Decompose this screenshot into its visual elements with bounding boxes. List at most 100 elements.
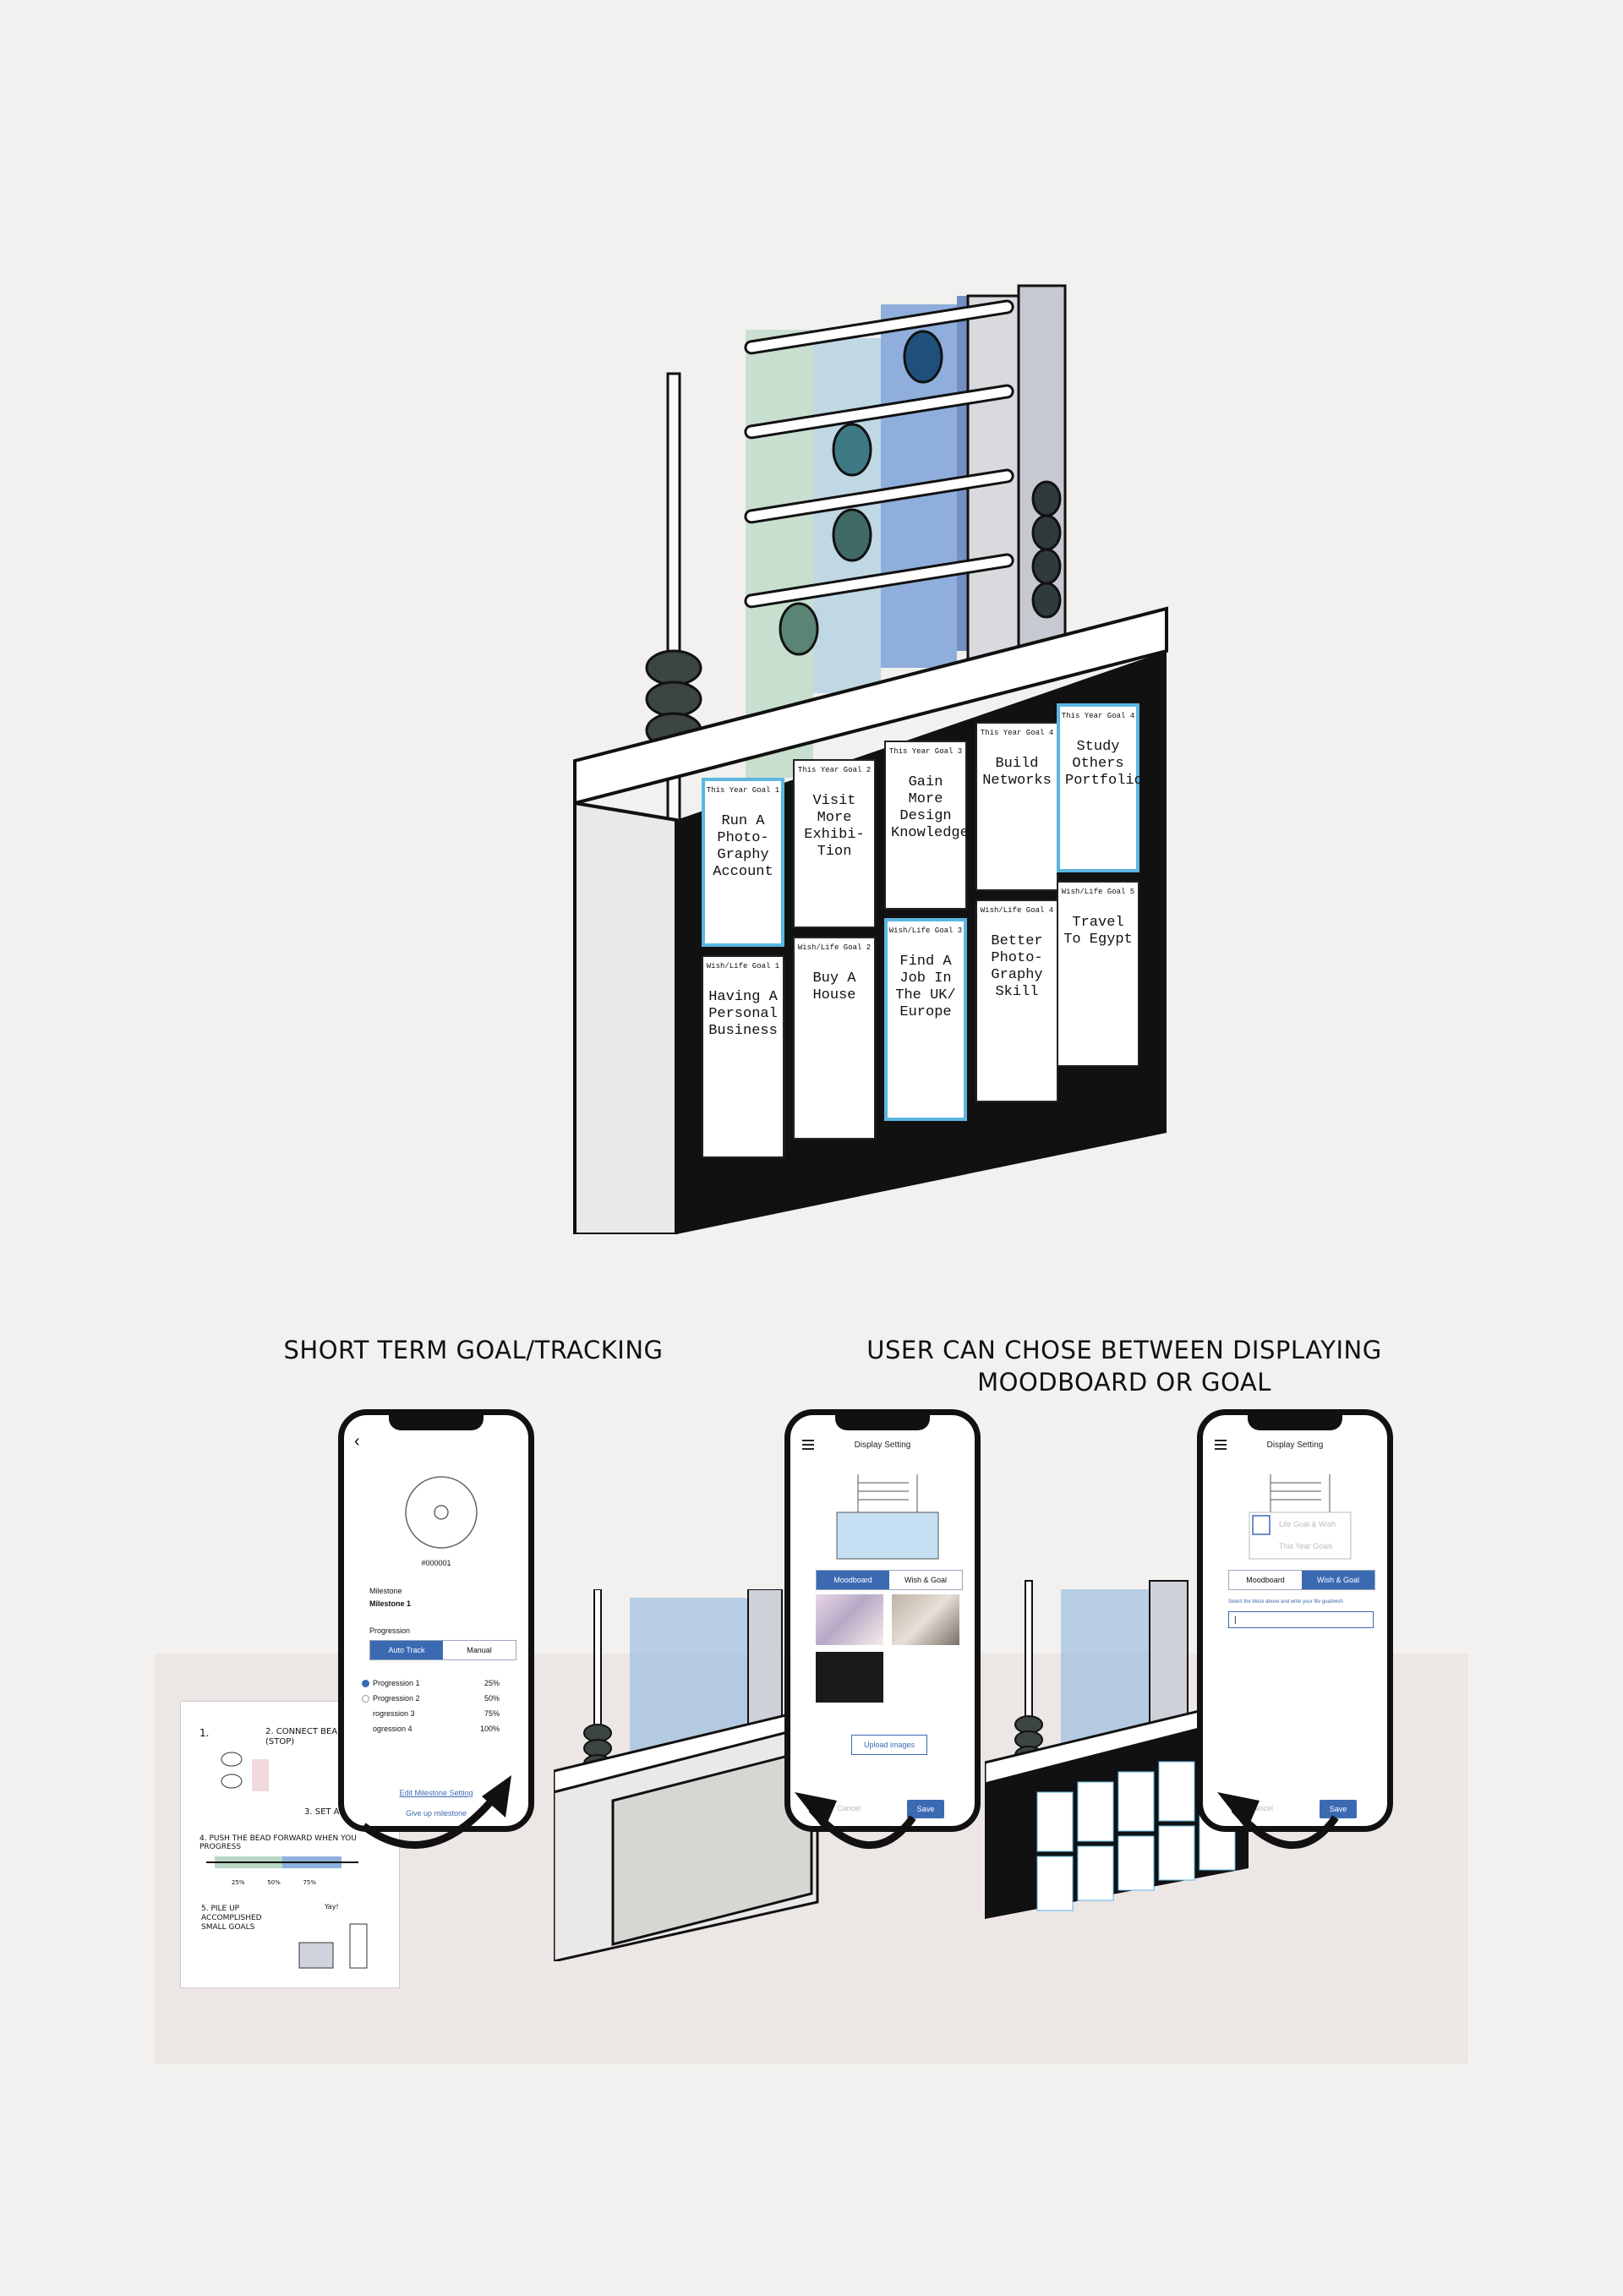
goal-card-title: Visit More Exhibi-Tion <box>804 793 865 860</box>
phone-milestone: ‹ #000001 Milestone Milestone 1 Progress… <box>338 1409 534 1832</box>
sketch-step-4: 4. PUSH THE BEAD FORWARD WHEN YOU PROGRE… <box>199 1834 357 1851</box>
progression-row[interactable]: rogression 3 75% <box>373 1709 500 1718</box>
goal-card-title: Gain More Design Knowledge <box>891 774 969 841</box>
heading-display-choice-line2: MOODBOARD OR GOAL <box>977 1368 1271 1397</box>
goal-card-title: Better Photo-Graphy Skill <box>991 933 1043 1000</box>
give-up-milestone-link[interactable]: Give up milestone <box>405 1809 467 1818</box>
progression-name: ogression 4 <box>373 1725 413 1733</box>
board-preview-icon <box>836 1474 939 1560</box>
goal-card-category: Wish/Life Goal 5 <box>1061 888 1135 896</box>
heading-display-choice: USER CAN CHOSE BETWEEN DISPLAYING MOODBO… <box>854 1334 1395 1398</box>
progression-name: Progression 2 <box>373 1694 420 1703</box>
goal-card-title: Study Others Portfolio <box>1065 739 1143 789</box>
goal-card[interactable]: Wish/Life Goal 3 Find A Job In The UK/ Eu… <box>884 918 967 1121</box>
check-icon <box>362 1680 369 1687</box>
progression-name: Progression 1 <box>373 1679 420 1687</box>
goal-card-title: Run A Photo-Graphy Account <box>713 813 773 880</box>
goal-card-grid: This Year Goal 1 Run A Photo-Graphy Accou… <box>702 702 1143 1175</box>
goal-card[interactable]: This Year Goal 4 Study Others Portfolio <box>1057 703 1143 872</box>
cancel-button[interactable]: Cancel <box>837 1804 861 1812</box>
goal-input-hint: Select the block above and write your li… <box>1228 1599 1343 1604</box>
progression-row[interactable]: Progression 2 50% <box>362 1694 500 1703</box>
upload-images-button[interactable]: Upload images <box>851 1735 927 1755</box>
tab-manual[interactable]: Manual <box>467 1646 492 1654</box>
goal-card-category: Wish/Life Goal 2 <box>797 943 872 952</box>
screen-title: Display Setting <box>1266 1440 1324 1450</box>
goal-card[interactable]: This Year Goal 2 Visit More Exhibi-Tion <box>793 759 876 928</box>
goal-card-category: Wish/Life Goal 3 <box>888 927 963 935</box>
phone-notch <box>835 1415 930 1430</box>
board-preview-icon <box>1249 1474 1352 1560</box>
progression-row[interactable]: Progression 1 25% <box>362 1679 500 1687</box>
progression-value: 50% <box>484 1694 500 1703</box>
heading-short-term-goal: SHORT TERM GOAL/TRACKING <box>283 1336 664 1364</box>
sketch-yay: Yay! <box>325 1903 339 1911</box>
progression-label: Progression <box>369 1626 411 1635</box>
milestone-id: #000001 <box>421 1559 451 1567</box>
save-button[interactable]: Save <box>907 1800 944 1818</box>
arrow-icon <box>361 1775 511 1849</box>
progression-value: 75% <box>484 1709 500 1718</box>
edit-milestone-link[interactable]: Edit Milestone Setting <box>399 1789 473 1797</box>
progression-value: 25% <box>484 1679 500 1687</box>
sketch-step-1: 1. <box>199 1727 210 1739</box>
goal-card[interactable]: This Year Goal 4 Build Networks <box>975 722 1058 891</box>
milestone-badge-icon <box>405 1476 478 1549</box>
tab-moodboard[interactable]: Moodboard <box>1246 1576 1285 1584</box>
sketch-tick-labels: 25% 50% 75% <box>232 1879 316 1886</box>
goal-card-category: This Year Goal 3 <box>888 747 963 756</box>
tab-wish-goal[interactable]: Wish & Goal <box>1302 1571 1374 1589</box>
cancel-button[interactable]: Cancel <box>1249 1804 1274 1812</box>
goal-card[interactable]: Wish/Life Goal 1 Having A Personal Busine… <box>702 955 784 1158</box>
goal-input[interactable]: | <box>1228 1611 1374 1628</box>
goal-card[interactable]: Wish/Life Goal 2 Buy A House <box>793 937 876 1140</box>
moodboard-image[interactable] <box>816 1652 883 1703</box>
progression-value: 100% <box>479 1725 500 1733</box>
tab-wish-goal[interactable]: Wish & Goal <box>904 1576 947 1584</box>
goal-card[interactable]: Wish/Life Goal 4 Better Photo-Graphy Skil… <box>975 899 1058 1102</box>
save-button[interactable]: Save <box>1320 1800 1357 1818</box>
radio-icon <box>362 1695 369 1703</box>
goal-card-category: Wish/Life Goal 4 <box>980 906 1054 915</box>
goal-card-title: Buy A House <box>812 970 856 1003</box>
goal-card-title: Having A Personal Business <box>708 989 778 1039</box>
goal-board-illustration: This Year Goal 1 Run A Photo-Graphy Accou… <box>558 279 1183 1234</box>
board-label-this-year: This Year Goals <box>1279 1542 1333 1550</box>
arrow-icon <box>795 1792 916 1850</box>
sketch-bead-icon <box>221 1752 269 1791</box>
heading-display-choice-line1: USER CAN CHOSE BETWEEN DISPLAYING <box>866 1336 1382 1364</box>
goal-card[interactable]: Wish/Life Goal 5 Travel To Egypt <box>1057 881 1139 1067</box>
mini-board-moodboard <box>552 1588 824 1963</box>
progression-name: rogression 3 <box>373 1709 415 1718</box>
display-mode-toggle: Moodboard Wish & Goal <box>1228 1570 1375 1590</box>
phone-notch <box>389 1415 484 1430</box>
phone-notch <box>1248 1415 1342 1430</box>
track-mode-toggle: Auto Track Manual <box>369 1640 516 1660</box>
menu-icon[interactable] <box>802 1437 814 1452</box>
tab-auto-track[interactable]: Auto Track <box>370 1641 443 1659</box>
goal-card-title: Travel To Egypt <box>1063 915 1133 948</box>
goal-card[interactable]: This Year Goal 1 Run A Photo-Graphy Accou… <box>702 778 784 947</box>
moodboard-image[interactable] <box>816 1594 883 1645</box>
goal-card-title: Build Networks <box>982 756 1052 789</box>
goal-card-category: Wish/Life Goal 1 <box>706 962 780 970</box>
goal-card-category: This Year Goal 4 <box>1061 712 1135 720</box>
phone-display-moodboard: Display Setting Moodboard Wish & Goal Up… <box>784 1409 981 1832</box>
process-sketch: 1. 2. CONNECT BEAD (STOP) 3. SET A SMALL… <box>180 1701 400 1988</box>
menu-icon[interactable] <box>1215 1437 1227 1452</box>
goal-card-title: Find A Job In The UK/ Europe <box>895 954 956 1020</box>
sketch-step-5: 5. PILE UP ACCOMPLISHED SMALL GOALS <box>201 1905 262 1932</box>
moodboard-image[interactable] <box>892 1594 959 1645</box>
chevron-left-icon[interactable]: ‹ <box>354 1432 360 1451</box>
sketch-tick: 25% <box>232 1879 245 1886</box>
arrow-icon <box>1217 1792 1339 1850</box>
sketch-tick: 50% <box>267 1879 281 1886</box>
screen-title: Display Setting <box>854 1440 911 1450</box>
goal-card[interactable]: This Year Goal 3 Gain More Design Knowled… <box>884 741 969 910</box>
goal-card-category: This Year Goal 1 <box>706 786 780 795</box>
tab-moodboard[interactable]: Moodboard <box>817 1571 889 1589</box>
goal-card-category: This Year Goal 2 <box>797 766 872 774</box>
progression-row[interactable]: ogression 4 100% <box>373 1725 500 1733</box>
board-label-life-goal: Life Goal & Wish <box>1279 1520 1336 1528</box>
goal-card-category: This Year Goal 4 <box>980 729 1054 737</box>
